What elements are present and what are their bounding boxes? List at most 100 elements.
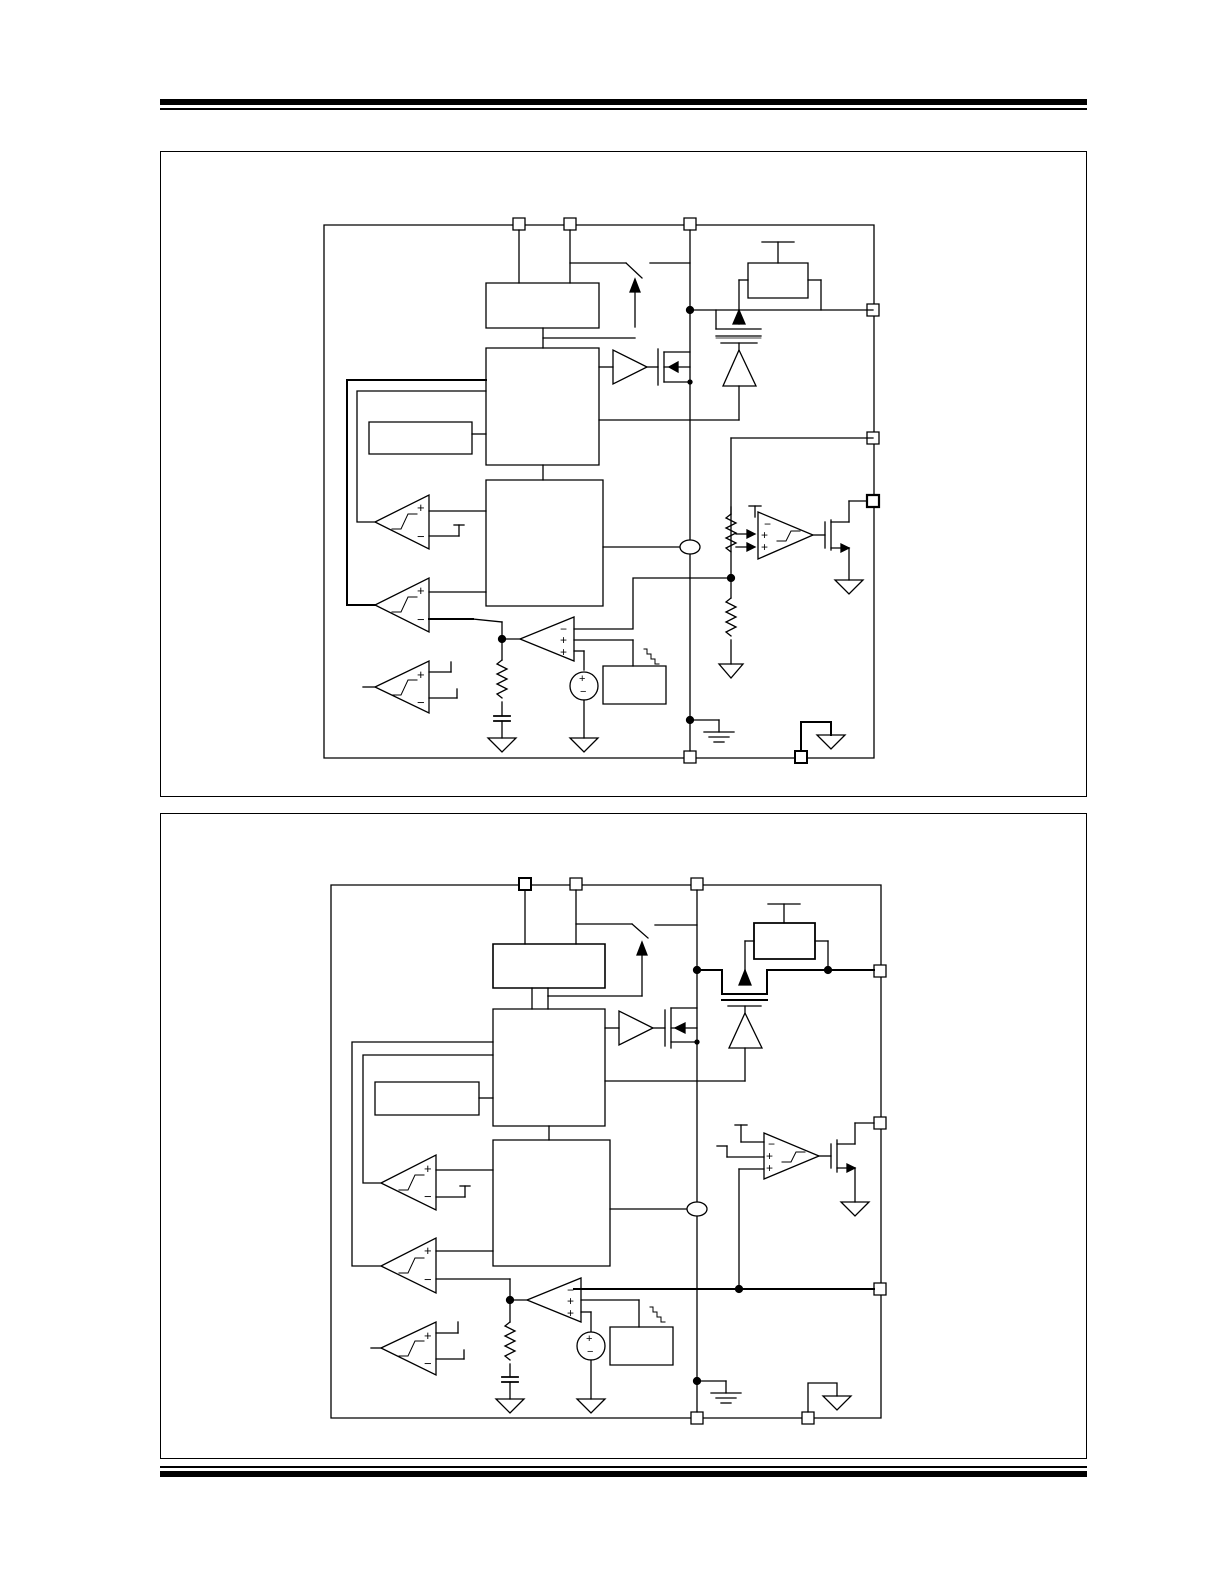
error-amp: [723, 350, 756, 386]
block-ramp: [603, 666, 666, 704]
svg-text:−: −: [567, 1283, 574, 1297]
pin-top-2: [570, 878, 582, 890]
pin-right-3: [874, 1283, 886, 1295]
ground-icon: [817, 735, 845, 749]
feedback-resistor-bottom: [726, 598, 736, 636]
header-rule-thin: [160, 108, 1087, 110]
ground-icon: [835, 580, 863, 594]
block-diagram-1: − + + + − + − − + + + −: [161, 152, 1086, 796]
ramp-icon: [650, 1307, 665, 1322]
ground-icon: [577, 1399, 605, 1413]
svg-text:+: +: [567, 1306, 574, 1320]
ground-icon: [841, 1202, 869, 1216]
footer-rule-thin: [160, 1466, 1087, 1468]
feedback-resistor-top: [726, 514, 736, 552]
pin-bottom-1: [684, 751, 696, 763]
svg-text:+: +: [761, 540, 768, 554]
pin-top-1: [513, 218, 525, 230]
comparator-1: [375, 495, 429, 549]
svg-text:+: +: [586, 1333, 592, 1345]
ground-icon: [496, 1399, 524, 1413]
svg-text:−: −: [424, 1272, 432, 1287]
svg-text:−: −: [580, 686, 586, 698]
svg-text:+: +: [424, 1161, 432, 1176]
pin-right-1: [874, 965, 886, 977]
svg-text:+: +: [560, 645, 567, 659]
error-amp: [729, 1013, 762, 1048]
svg-text:−: −: [587, 1346, 593, 1358]
svg-text:−: −: [768, 1137, 775, 1151]
svg-text:+: +: [424, 1328, 432, 1343]
pin-bottom-2: [802, 1412, 814, 1424]
block-top: [486, 283, 599, 328]
svg-text:−: −: [417, 695, 425, 710]
comparator-2: [381, 1238, 436, 1293]
comparator-1: [381, 1155, 436, 1210]
svg-text:+: +: [761, 528, 768, 542]
pin-top-3: [684, 218, 696, 230]
pmos-arrow-icon: [733, 310, 745, 324]
comparator-3: [375, 661, 429, 713]
pin-bottom-1: [691, 1412, 703, 1424]
ic-outline: [331, 885, 881, 1418]
pin-top-1: [519, 878, 531, 890]
block-reference: [369, 422, 472, 454]
softstart-resistor: [497, 660, 507, 698]
svg-text:+: +: [560, 633, 567, 647]
ground-icon: [570, 738, 598, 752]
svg-text:−: −: [424, 1356, 432, 1371]
ic-outline: [324, 225, 874, 758]
switch-arrow-icon: [637, 942, 647, 955]
pmos-arrow-icon: [739, 970, 751, 985]
block-counter: [486, 480, 603, 606]
softstart-resistor: [505, 1322, 515, 1360]
block-control: [493, 1009, 605, 1126]
block-sense: [754, 923, 815, 959]
ground-icon: [488, 738, 516, 752]
current-sense-loop: [680, 540, 700, 554]
ramp-icon: [644, 649, 659, 664]
block-counter: [493, 1140, 610, 1266]
pin-right-3: [867, 495, 879, 507]
driver-buffer: [613, 350, 647, 384]
pin-top-3: [691, 878, 703, 890]
figure-panel-1: − + + + − + − − + + + −: [160, 151, 1087, 797]
nmos-arrow-icon: [675, 1023, 685, 1033]
svg-text:−: −: [560, 622, 567, 636]
ground-icon: [719, 664, 743, 678]
driver-buffer: [619, 1011, 653, 1045]
comparator-output: [758, 512, 813, 559]
svg-text:+: +: [417, 667, 425, 682]
svg-text:+: +: [424, 1243, 432, 1258]
pwm-comparator: [520, 617, 574, 661]
pin-bottom-2: [795, 751, 807, 763]
current-sense-loop: [687, 1202, 707, 1216]
nmos-arrow-icon: [669, 362, 678, 372]
svg-text:+: +: [417, 500, 425, 515]
svg-text:+: +: [567, 1294, 574, 1308]
comparator-2: [375, 578, 429, 632]
comparator-3: [381, 1322, 436, 1375]
block-ramp: [610, 1327, 673, 1365]
svg-text:+: +: [417, 583, 425, 598]
svg-text:+: +: [766, 1161, 773, 1175]
svg-text:+: +: [579, 673, 585, 685]
ground-icon: [823, 1396, 851, 1410]
comparator-output: [764, 1133, 819, 1179]
header-rule-thick: [160, 99, 1087, 105]
figure-panel-2: − + + + − + − − + + + −: [160, 813, 1087, 1459]
svg-text:−: −: [424, 1189, 432, 1204]
svg-text:−: −: [417, 529, 425, 544]
block-diagram-2: − + + + − + − − + + + −: [161, 814, 1086, 1458]
svg-text:−: −: [417, 612, 425, 627]
pin-top-2: [564, 218, 576, 230]
block-control: [486, 348, 599, 465]
switch-arrow-icon: [630, 279, 640, 292]
block-sense: [748, 263, 808, 298]
svg-text:+: +: [766, 1149, 773, 1163]
block-top: [493, 944, 605, 988]
svg-text:−: −: [764, 517, 771, 531]
block-reference: [375, 1082, 479, 1115]
pin-right-2: [874, 1117, 886, 1129]
footer-rule-thick: [160, 1471, 1087, 1477]
